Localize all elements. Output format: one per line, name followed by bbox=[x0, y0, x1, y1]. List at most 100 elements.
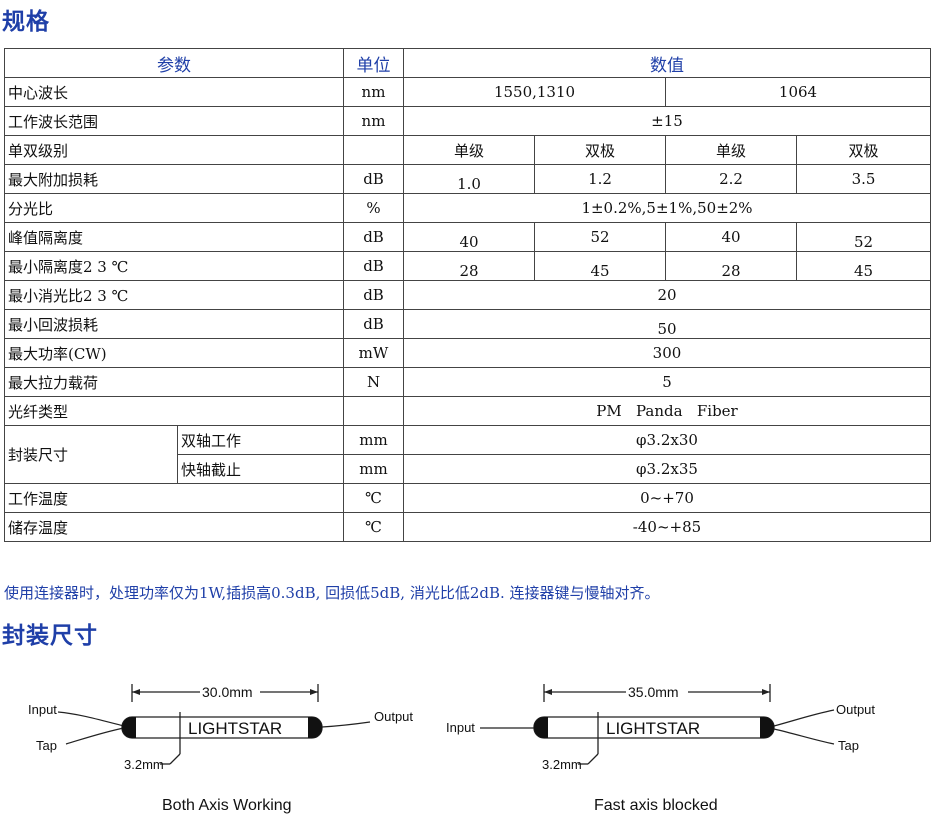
value-cell: 双极 bbox=[534, 135, 666, 165]
param-cell: 峰值隔离度 bbox=[4, 222, 344, 252]
param-cell: 工作波长范围 bbox=[4, 106, 344, 136]
unit-cell bbox=[343, 135, 404, 165]
connector-note: 使用连接器时，处理功率仅为1W,插损高0.3dB, 回损低5dB, 消光比低2d… bbox=[4, 584, 660, 602]
input-label: Input bbox=[446, 720, 475, 735]
tap-label: Tap bbox=[36, 738, 57, 753]
table-row: 封装尺寸 双轴工作 mm φ3.2x30 bbox=[4, 425, 931, 484]
diameter-label: 3.2mm bbox=[542, 757, 582, 772]
param-cell: 最大拉力载荷 bbox=[4, 367, 344, 397]
param-cell: 最小回波损耗 bbox=[4, 309, 344, 339]
unit-cell: ℃ bbox=[343, 483, 404, 513]
table-row: 最小隔离度2 3 ℃ dB 28 45 28 45 bbox=[4, 251, 931, 281]
header-param: 参数 bbox=[4, 48, 344, 78]
param-cell: 最大附加损耗 bbox=[4, 164, 344, 194]
unit-cell: nm bbox=[343, 77, 404, 107]
param-cell: 储存温度 bbox=[4, 512, 344, 542]
value-cell: φ3.2x30 bbox=[403, 425, 931, 455]
table-row: 最大附加损耗 dB 1.0 1.2 2.2 3.5 bbox=[4, 164, 931, 194]
output-label: Output bbox=[374, 709, 413, 724]
table-row: 储存温度 ℃ -40~+85 bbox=[4, 512, 931, 542]
diagram-caption: Fast axis blocked bbox=[594, 797, 718, 814]
unit-cell: ℃ bbox=[343, 512, 404, 542]
value-cell: 1.2 bbox=[534, 164, 666, 194]
value-cell: 40 bbox=[403, 222, 535, 252]
param-cell: 中心波长 bbox=[4, 77, 344, 107]
table-row: 峰值隔离度 dB 40 52 40 52 bbox=[4, 222, 931, 252]
table-row: 最小回波损耗 dB 50 bbox=[4, 309, 931, 339]
value-cell: 1±0.2%,5±1%,50±2% bbox=[403, 193, 931, 223]
unit-cell: dB bbox=[343, 309, 404, 339]
value-cell: 300 bbox=[403, 338, 931, 368]
value-cell: 28 bbox=[665, 251, 797, 281]
value-cell: 52 bbox=[796, 222, 931, 252]
table-row: 单双级别 单级 双极 单级 双极 bbox=[4, 135, 931, 165]
value-cell: 1.0 bbox=[403, 164, 535, 194]
table-row: 最大功率(CW) mW 300 bbox=[4, 338, 931, 368]
table-row: 最小消光比2 3 ℃ dB 20 bbox=[4, 280, 931, 310]
value-cell: 2.2 bbox=[665, 164, 797, 194]
value-cell: 0~+70 bbox=[403, 483, 931, 513]
value-cell: 单级 bbox=[665, 135, 797, 165]
param-cell: 光纤类型 bbox=[4, 396, 344, 426]
unit-cell: dB bbox=[343, 251, 404, 281]
unit-cell: N bbox=[343, 367, 404, 397]
value-cell: -40~+85 bbox=[403, 512, 931, 542]
unit-cell: nm bbox=[343, 106, 404, 136]
value-cell: 20 bbox=[403, 280, 931, 310]
param-cell: 最小隔离度2 3 ℃ bbox=[4, 251, 344, 281]
value-cell: PM Panda Fiber bbox=[403, 396, 931, 426]
value-cell: 45 bbox=[534, 251, 666, 281]
table-row: 最大拉力载荷 N 5 bbox=[4, 367, 931, 397]
table-row: 工作波长范围 nm ±15 bbox=[4, 106, 931, 136]
diagram-caption: Both Axis Working bbox=[162, 797, 292, 814]
diagram-both-axis: 30.0mm Input Tap LIGHTSTAR Output 3.2mm … bbox=[20, 668, 420, 832]
value-cell: 52 bbox=[534, 222, 666, 252]
diameter-label: 3.2mm bbox=[124, 757, 164, 772]
value-cell: 单级 bbox=[403, 135, 535, 165]
param-cell: 封装尺寸 bbox=[4, 425, 178, 484]
brand-label: LIGHTSTAR bbox=[606, 719, 700, 738]
sub-param-cell: 双轴工作 bbox=[177, 425, 344, 455]
table-header-row: 参数 单位 数值 bbox=[4, 48, 931, 78]
value-cell: 双极 bbox=[796, 135, 931, 165]
spec-heading: 规格 bbox=[2, 9, 50, 35]
table-row: 分光比 % 1±0.2%,5±1%,50±2% bbox=[4, 193, 931, 223]
value-cell: 5 bbox=[403, 367, 931, 397]
value-cell: ±15 bbox=[403, 106, 931, 136]
unit-cell bbox=[343, 396, 404, 426]
length-label: 35.0mm bbox=[628, 684, 679, 700]
table-row: 工作温度 ℃ 0~+70 bbox=[4, 483, 931, 513]
value-cell: 3.5 bbox=[796, 164, 931, 194]
unit-cell: mm bbox=[343, 425, 404, 455]
value-cell: 1550,1310 bbox=[403, 77, 666, 107]
spec-table: 参数 单位 数值 中心波长 nm 1550,1310 1064 工作波长范围 n… bbox=[4, 48, 931, 542]
param-cell: 分光比 bbox=[4, 193, 344, 223]
unit-cell: dB bbox=[343, 280, 404, 310]
brand-label: LIGHTSTAR bbox=[188, 719, 282, 738]
value-cell: 40 bbox=[665, 222, 797, 252]
unit-cell: dB bbox=[343, 222, 404, 252]
package-heading: 封装尺寸 bbox=[2, 623, 98, 649]
output-label: Output bbox=[836, 702, 875, 717]
unit-cell: dB bbox=[343, 164, 404, 194]
value-cell: 1064 bbox=[665, 77, 931, 107]
tap-label: Tap bbox=[838, 738, 859, 753]
value-cell: 45 bbox=[796, 251, 931, 281]
param-cell: 单双级别 bbox=[4, 135, 344, 165]
value-cell: 50 bbox=[403, 309, 931, 339]
value-cell: φ3.2x35 bbox=[403, 454, 931, 484]
unit-cell: % bbox=[343, 193, 404, 223]
header-unit: 单位 bbox=[343, 48, 404, 78]
param-cell: 最大功率(CW) bbox=[4, 338, 344, 368]
sub-param-cell: 快轴截止 bbox=[177, 454, 344, 484]
table-row: 中心波长 nm 1550,1310 1064 bbox=[4, 77, 931, 107]
param-cell: 最小消光比2 3 ℃ bbox=[4, 280, 344, 310]
value-cell: 28 bbox=[403, 251, 535, 281]
header-value: 数值 bbox=[403, 48, 931, 78]
param-cell: 工作温度 bbox=[4, 483, 344, 513]
input-label: Input bbox=[28, 702, 57, 717]
diagram-fast-axis: 35.0mm Input LIGHTSTAR Output Tap 3.2mm … bbox=[440, 668, 900, 832]
length-label: 30.0mm bbox=[202, 684, 253, 700]
table-row: 光纤类型 PM Panda Fiber bbox=[4, 396, 931, 426]
unit-cell: mm bbox=[343, 454, 404, 484]
